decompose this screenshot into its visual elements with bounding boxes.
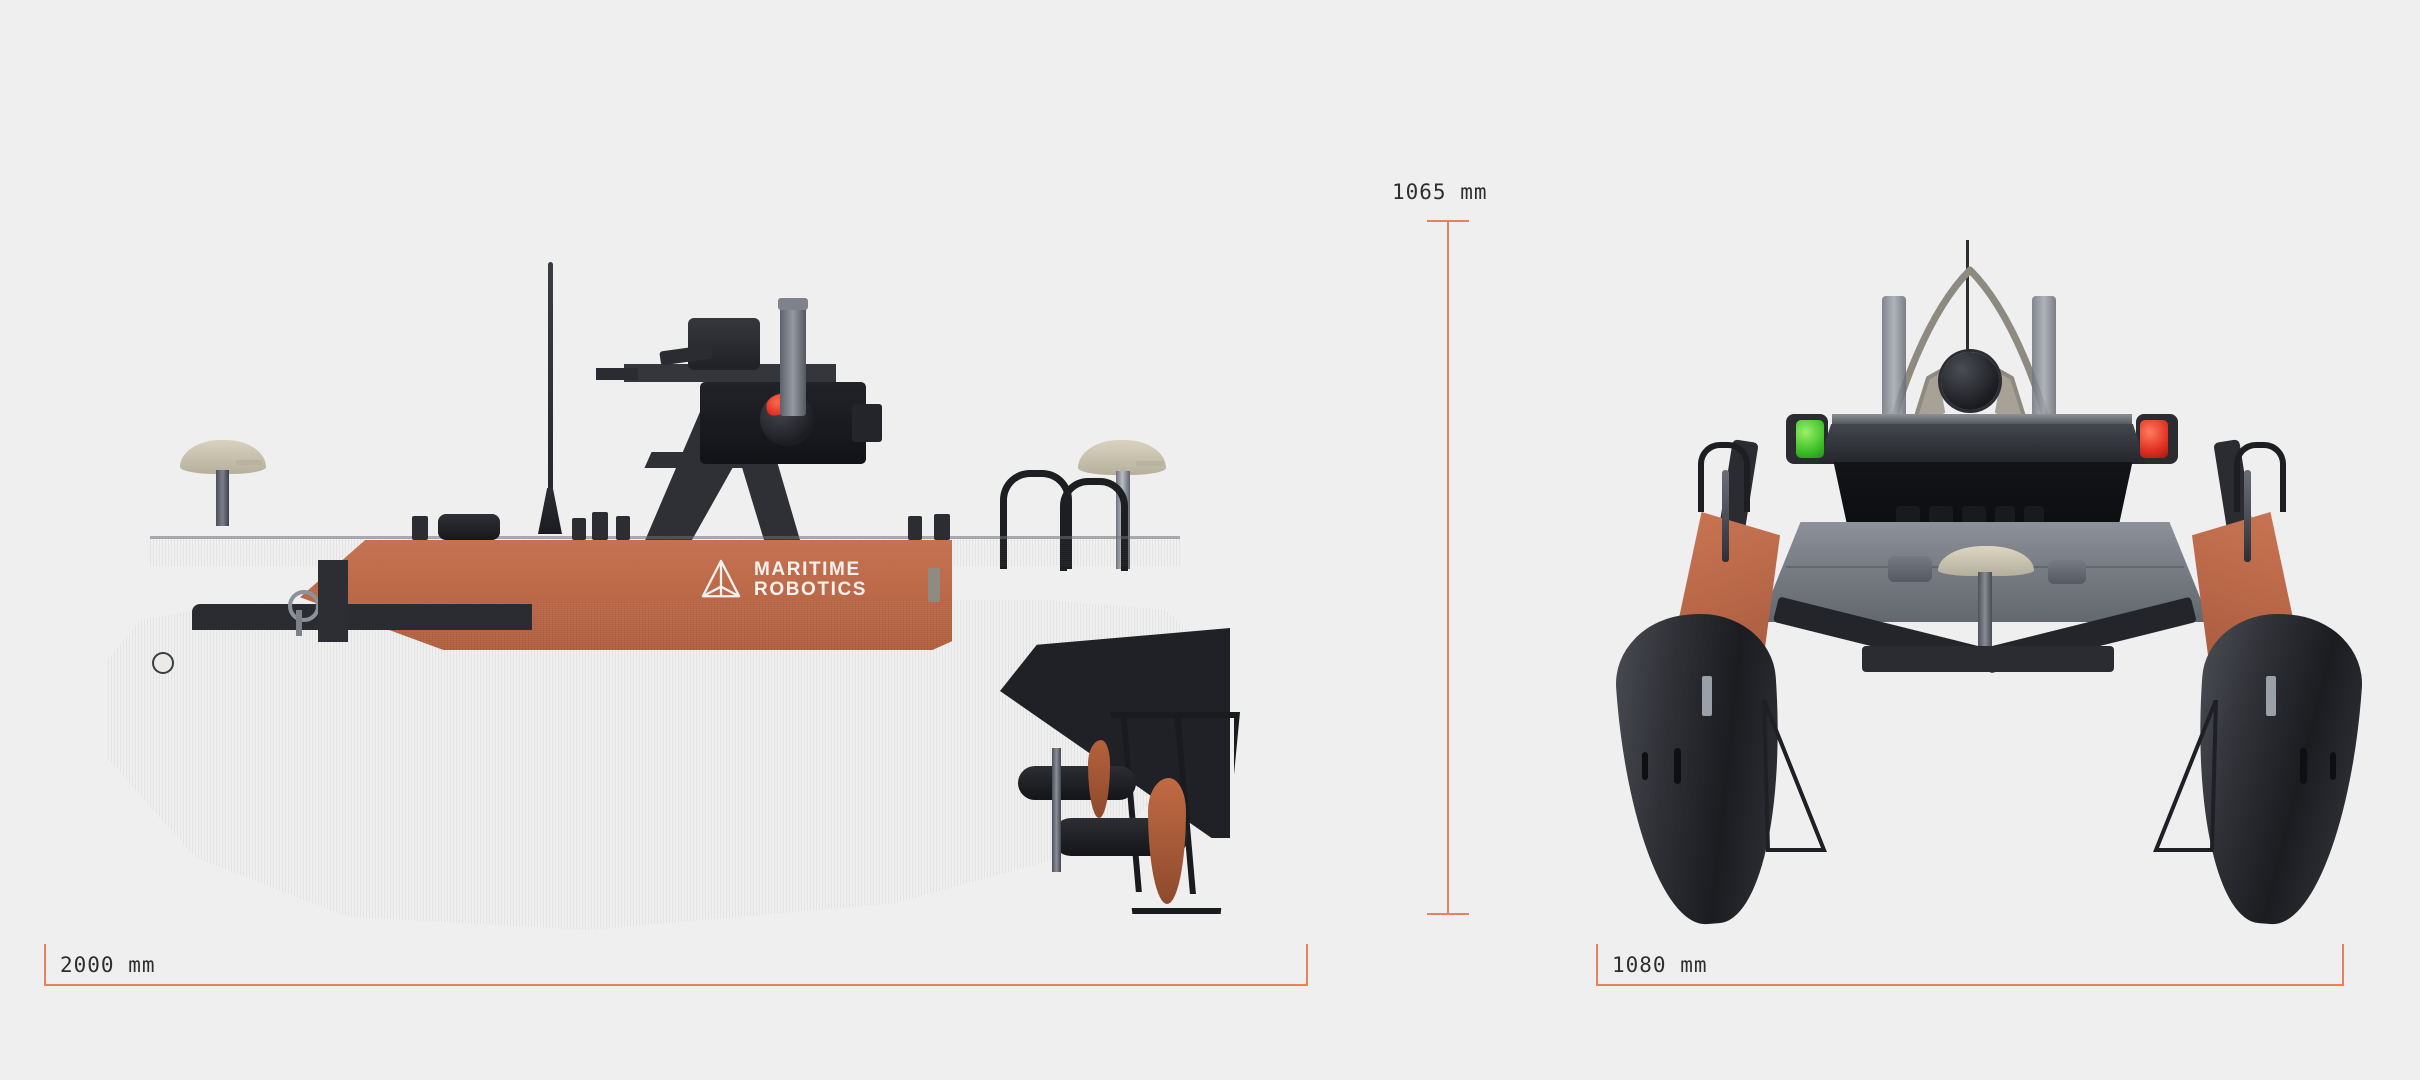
dimension-width-label: 1080 mm (1612, 953, 1708, 977)
bow-port-hole (152, 652, 174, 674)
dimension-height-cap-bottom (1427, 913, 1469, 915)
pontoon-bolt (1702, 676, 1712, 716)
navigation-light-starboard-red (2140, 420, 2168, 458)
thruster-pod (1018, 766, 1136, 800)
pontoon-antenna-port (1722, 470, 1729, 562)
dimension-length-tick-left (44, 944, 46, 986)
dimension-length-label: 2000 mm (60, 953, 156, 977)
pontoon-vent (1674, 748, 1681, 784)
brand-line-1: MARITIME (754, 559, 861, 580)
brand-line-2: ROBOTICS (754, 579, 868, 600)
mast-tube-left (1882, 296, 1906, 436)
lifting-eye (288, 590, 320, 622)
support-strut-port (1762, 700, 1827, 852)
upper-sensor-block (688, 318, 760, 370)
dimension-length-rule (44, 984, 1308, 986)
deck-fitting (616, 516, 630, 540)
dome-antenna-mast (1978, 572, 1992, 656)
pontoon-vent (2300, 748, 2307, 784)
upper-coaming (1818, 424, 2146, 464)
deck-puck (2048, 560, 2086, 584)
dimension-width-tick-right (2342, 944, 2344, 986)
deck-fitting (592, 512, 608, 540)
whip-antenna (548, 262, 553, 512)
support-strut-starboard (2153, 700, 2218, 852)
deck-puck (1888, 556, 1932, 582)
side-view-group: MARITIME ROBOTICS (0, 0, 1320, 960)
deck-fitting (572, 518, 586, 540)
bow-post (318, 560, 348, 642)
whip-antenna-base (538, 488, 562, 534)
cable-loop-starboard (2234, 442, 2286, 512)
bow-gnss-antenna (180, 440, 270, 560)
propeller (1088, 740, 1110, 818)
mast-grey-post (780, 304, 806, 416)
bow-gunwale (192, 604, 532, 630)
lifting-eye-shank (296, 610, 302, 636)
cable-loop (1000, 470, 1072, 569)
deck-puck-sensor (438, 514, 500, 540)
mast-deck-plate-left (596, 368, 638, 380)
pontoon-vent (1642, 752, 1648, 780)
pyramid-logo-icon (701, 559, 741, 598)
dimension-length-tick-right (1306, 944, 1308, 986)
deck-rail-highlight (150, 536, 1180, 539)
mast-post-cap (778, 298, 808, 310)
dome-antenna (1938, 546, 2034, 576)
brand-lockup: MARITIME ROBOTICS (700, 558, 867, 602)
dimension-width-tick-left (1596, 944, 1598, 986)
deck-fitting (412, 516, 428, 540)
dimension-width-rule (1596, 984, 2344, 986)
pontoon-vent (2330, 752, 2336, 780)
dimension-height-label: 1065 mm (1392, 180, 1488, 204)
pontoon-antenna-starboard (2244, 470, 2251, 562)
deck-fitting (934, 514, 950, 540)
front-view-group (1600, 0, 2420, 960)
top-deck-bar (1832, 414, 2132, 426)
mast-tube-right (2032, 296, 2056, 436)
cable-loop-port (1698, 442, 1750, 512)
center-camera-lens (1941, 352, 1999, 410)
panel-latch (928, 568, 940, 602)
stern-connector-block (852, 404, 882, 442)
navigation-light-port-green (1796, 420, 1824, 458)
orange-side-panel (300, 540, 952, 650)
thruster-shaft (1052, 748, 1061, 872)
cable-loop (1060, 478, 1128, 571)
dimension-height-line (1447, 220, 1449, 915)
cross-beam-center (1862, 646, 2114, 672)
pontoon-bolt (2266, 676, 2276, 716)
deck-fitting (908, 516, 922, 540)
